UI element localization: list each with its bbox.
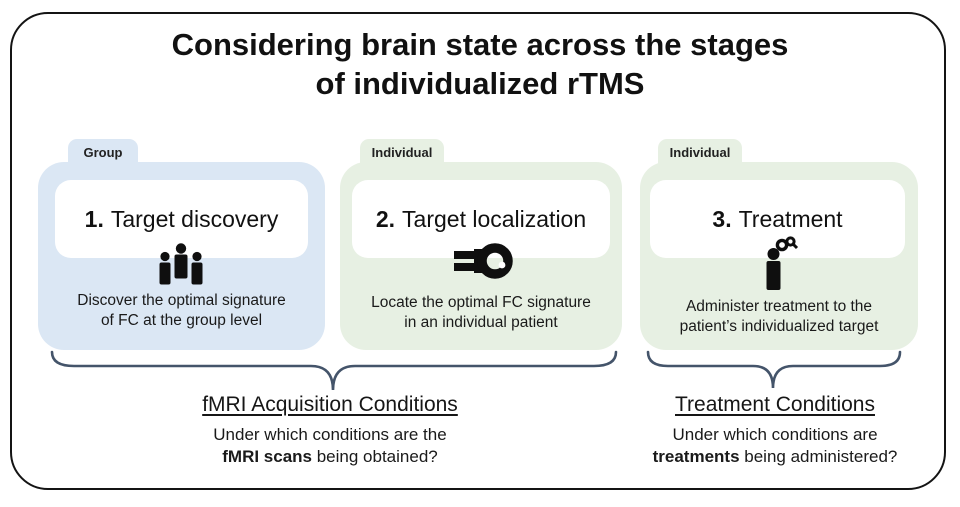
treatment-conditions-question: Under which conditions are treatments be… <box>600 424 950 467</box>
figure-title-line1: Considering brain state across the stage… <box>171 27 789 62</box>
treatment-conditions-heading: Treatment Conditions <box>675 393 875 416</box>
fmri-question-bold: fMRI scans <box>222 446 312 466</box>
treatment-question-line1: Under which conditions are <box>672 425 878 444</box>
fmri-acquisition-conditions-question: Under which conditions are the fMRI scan… <box>150 424 510 467</box>
treatment-question-rest: being administered? <box>739 446 898 466</box>
stage2-description-line2: in an individual patient <box>404 313 558 331</box>
stage1-heading: Target discovery <box>110 205 279 232</box>
treatment-question-line2: treatments being administered? <box>600 446 950 468</box>
stage2-tab-label: Individual <box>371 144 433 160</box>
treatment-conditions: Treatment Conditions Under which conditi… <box>600 393 950 467</box>
person-receiving-tms-icon <box>757 236 799 294</box>
stage3-description-line1: Administer treatment to the <box>685 298 873 315</box>
stage2-number: 2. <box>375 205 396 232</box>
stage3-number: 3. <box>712 205 732 232</box>
stage1-number: 1. <box>84 205 104 232</box>
stage3-description-line2: patient’s individualized target <box>679 317 879 335</box>
fmri-question-line2: fMRI scans being obtained? <box>150 446 510 468</box>
fmri-acquisition-conditions: fMRI Acquisition Conditions Under which … <box>150 393 510 467</box>
fmri-question-line1: Under which conditions are the <box>213 425 447 444</box>
stage1-description: Discover the optimal signature of FC at … <box>38 291 325 330</box>
stage3-description: Administer treatment to the patient’s in… <box>640 297 918 336</box>
stage1-tab-label: Group <box>83 144 123 160</box>
brace-fmri-acquisition <box>50 350 618 391</box>
fmri-question-rest: being obtained? <box>312 446 438 466</box>
stage1-description-line2: of FC at the group level <box>100 311 263 329</box>
stage2-headline-box: 2. Target localization <box>352 180 610 258</box>
stage1-description-line1: Discover the optimal signature <box>77 292 286 309</box>
stage3-tab-label: Individual <box>669 144 731 160</box>
stage2-heading: Target localization <box>402 205 587 232</box>
group-people-icon <box>156 243 206 291</box>
fmri-acquisition-conditions-heading: fMRI Acquisition Conditions <box>202 393 458 416</box>
brace-treatment <box>646 350 902 389</box>
stage3-heading: Treatment <box>738 205 843 232</box>
stage2-description: Locate the optimal FC signature in an in… <box>340 293 622 332</box>
treatment-question-bold: treatments <box>652 446 740 466</box>
tms-coil-icon <box>452 242 514 280</box>
stage2-description-line1: Locate the optimal FC signature <box>371 294 591 311</box>
figure-title: Considering brain state across the stage… <box>0 25 960 103</box>
figure-title-line2: of individualized rTMS <box>315 66 645 101</box>
